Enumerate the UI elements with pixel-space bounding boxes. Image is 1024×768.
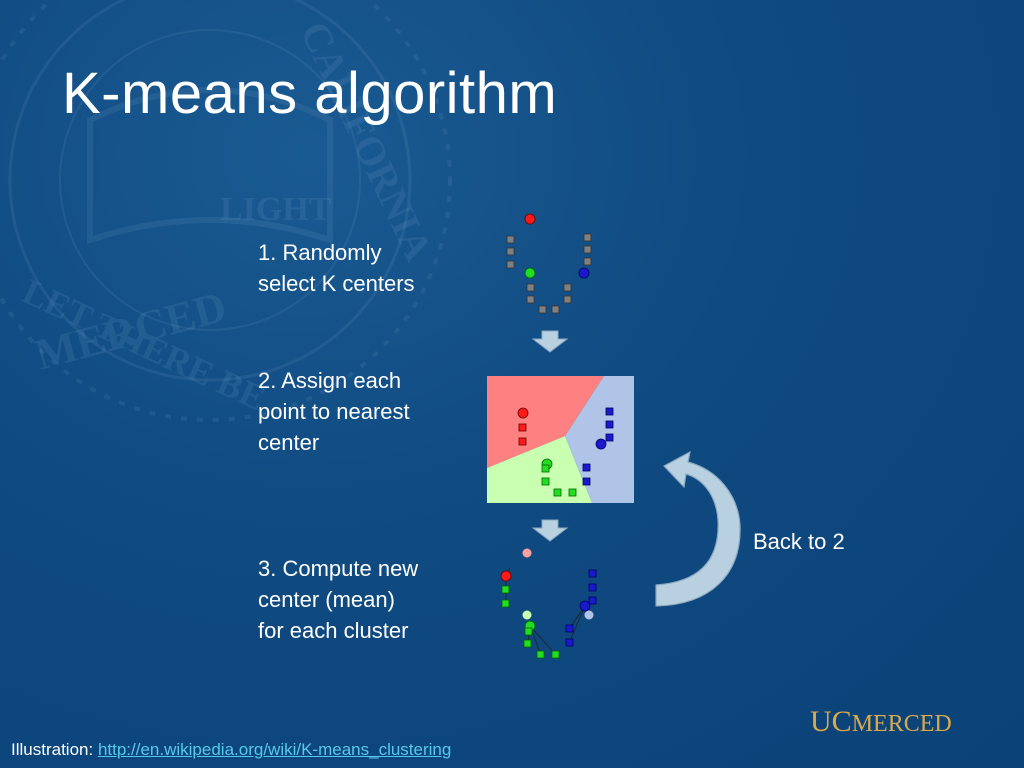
step-2-illustration: [487, 376, 634, 503]
point: [506, 247, 515, 256]
old-center-blue: [584, 610, 594, 620]
point-red: [518, 437, 527, 446]
region-green: [487, 436, 592, 503]
step-1-line-1: 1. Randomly: [258, 240, 382, 265]
point-blue: [605, 407, 614, 416]
center-blue: [579, 600, 591, 612]
point-green: [551, 650, 560, 659]
back-arrow-icon: [655, 450, 741, 607]
uc-merced-logo: UCMERCED: [810, 705, 952, 739]
point-green: [524, 627, 533, 636]
step-3-line-1: 3. Compute new: [258, 556, 419, 581]
footer-illustration-credit: Illustration: http://en.wikipedia.org/wi…: [11, 740, 451, 760]
point: [506, 235, 515, 244]
step-3-text: 3. Compute new center (mean) for each cl…: [258, 553, 418, 646]
point: [551, 305, 560, 314]
step-3-illustration: [500, 548, 597, 659]
center-blue: [595, 438, 607, 450]
step-1-illustration: [506, 213, 592, 314]
logo-uc: UC: [810, 705, 852, 738]
point-green: [568, 488, 577, 497]
center-blue: [578, 267, 590, 279]
point-green: [501, 585, 510, 594]
point: [506, 260, 515, 269]
point: [583, 257, 592, 266]
point: [583, 233, 592, 242]
point: [538, 305, 547, 314]
step-1-text: 1. Randomly select K centers: [258, 237, 415, 299]
point: [526, 283, 535, 292]
old-center-green: [522, 610, 532, 620]
down-arrow-icon: [531, 330, 569, 353]
footer-prefix: Illustration:: [11, 740, 98, 759]
point-blue: [605, 420, 614, 429]
step-3-line-2: center (mean): [258, 587, 395, 612]
point: [563, 295, 572, 304]
point: [583, 245, 592, 254]
old-center-red: [522, 548, 532, 558]
back-to-2-label: Back to 2: [753, 529, 845, 554]
page-title: K-means algorithm: [62, 61, 558, 126]
center-red: [500, 570, 512, 582]
point-blue: [565, 624, 574, 633]
step-2-line-1: 2. Assign each: [258, 368, 402, 393]
point-blue: [582, 477, 591, 486]
seal-text-light: LIGHT: [220, 191, 332, 228]
point-green: [553, 488, 562, 497]
point: [563, 283, 572, 292]
center-red: [524, 213, 536, 225]
point-blue: [605, 433, 614, 442]
region-red: [487, 376, 604, 468]
point-green: [536, 650, 545, 659]
step-2-text: 2. Assign each point to nearest center: [258, 365, 410, 458]
point-green: [541, 464, 550, 473]
point-red: [518, 423, 527, 432]
point-blue: [588, 569, 597, 578]
point-green: [523, 639, 532, 648]
point-blue: [582, 463, 591, 472]
center-red: [517, 407, 529, 419]
point-blue: [588, 596, 597, 605]
down-arrow-icon: [531, 519, 569, 542]
logo-merced: MERCED: [851, 711, 952, 737]
point-green: [541, 477, 550, 486]
step-1-line-2: select K centers: [258, 271, 415, 296]
step-2-line-3: center: [258, 430, 320, 455]
step-2-line-2: point to nearest: [258, 399, 410, 424]
point-green: [501, 599, 510, 608]
point-blue: [565, 638, 574, 647]
point-blue: [588, 583, 597, 592]
center-green: [524, 267, 536, 279]
footer-link[interactable]: http://en.wikipedia.org/wiki/K-means_clu…: [97, 740, 452, 759]
step-3-line-3: for each cluster: [258, 618, 409, 643]
point: [526, 295, 535, 304]
